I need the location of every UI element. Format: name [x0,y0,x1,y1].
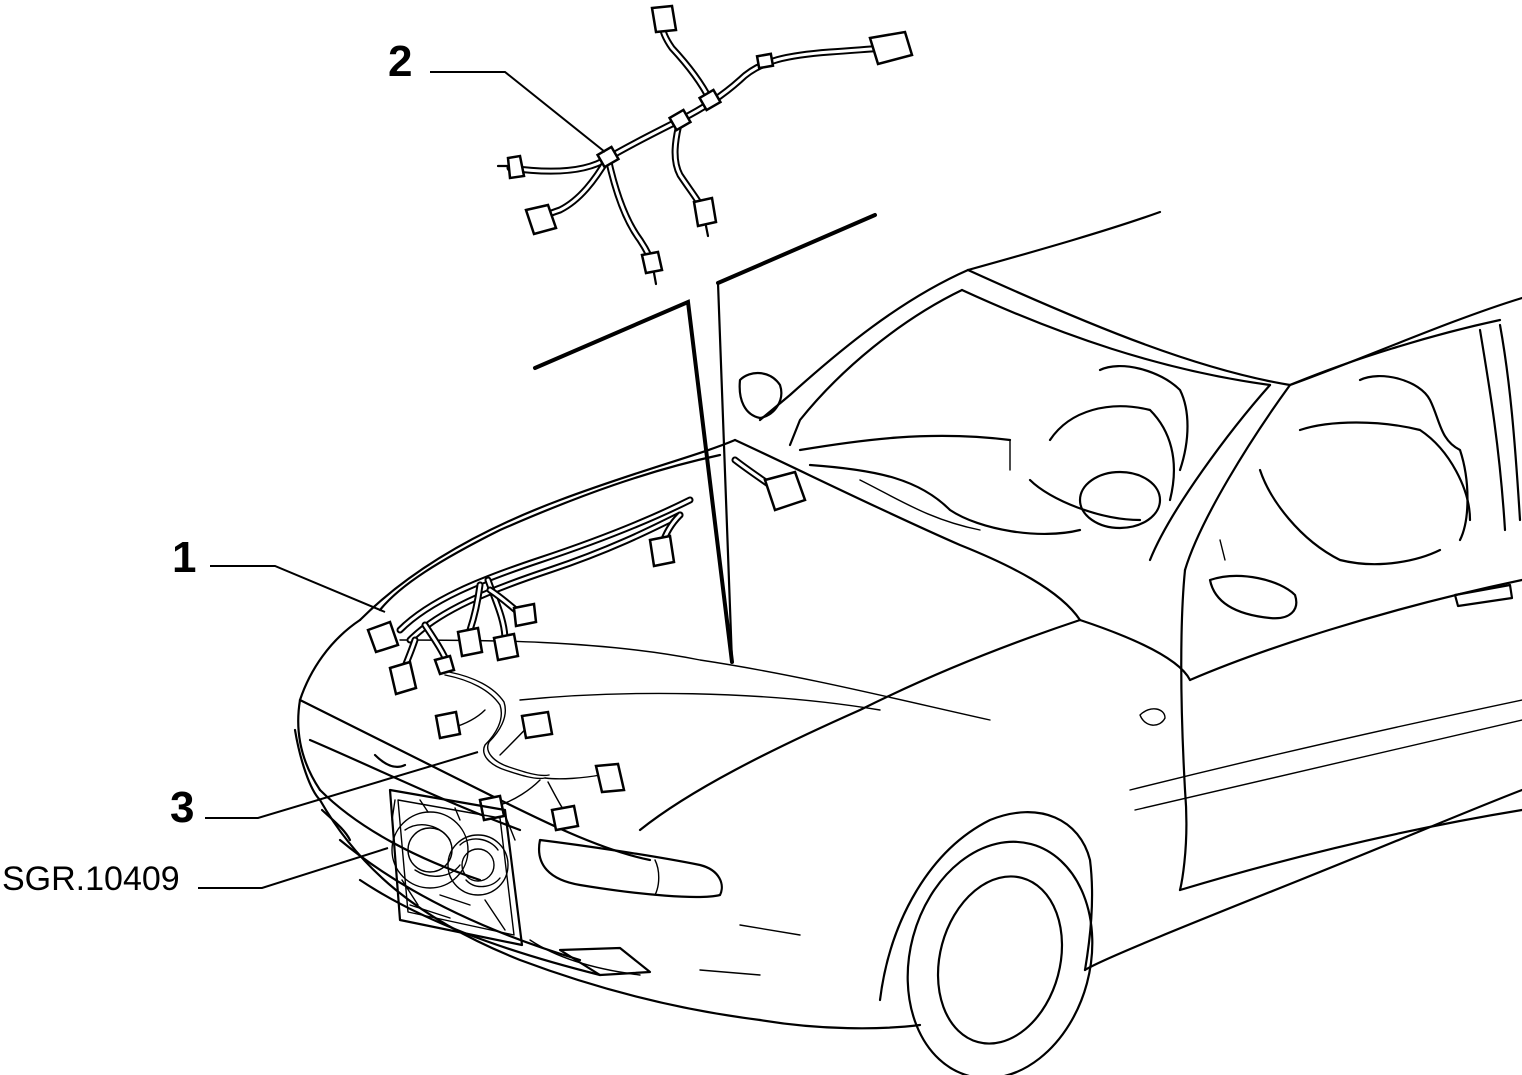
bulkhead-connector [763,470,807,512]
harness-2-connector [506,154,526,180]
leader-line-ref [198,847,389,889]
harness-3-connector [434,710,462,740]
harness-1-connector [512,602,538,628]
reference-code: SGR.10409 [2,860,180,898]
harness-2-connector [640,250,664,275]
leader-line-2 [430,71,606,153]
harness-3-connector [520,710,554,740]
callout-1-label: 1 [172,533,197,582]
harness-3-connector [594,762,626,794]
harness-1-connector [388,660,418,696]
harness-2-connector [692,196,718,228]
leader-lines [198,71,606,889]
harness-1-connector [366,620,400,654]
harness-2-body-wiring [496,4,914,286]
harness-2-connector [650,4,678,34]
harness-1-connector [648,534,676,568]
harness-2-connector [524,203,558,236]
radiator-fan-assembly [388,788,524,947]
exploded-view-guide-lines [533,213,877,664]
callout-2-label: 2 [388,37,413,86]
harness-1-connector [456,626,484,658]
harness-3-connector [550,804,580,832]
harness-1-connector [433,654,456,676]
harness-1-engine-wiring [366,456,807,696]
harness-1-connector [492,632,520,662]
harness-2-connector [868,30,914,66]
callout-3-label: 3 [170,783,195,832]
leader-line-3 [205,751,479,819]
harness-3-front-wiring [434,671,626,832]
leader-line-1 [210,565,386,613]
